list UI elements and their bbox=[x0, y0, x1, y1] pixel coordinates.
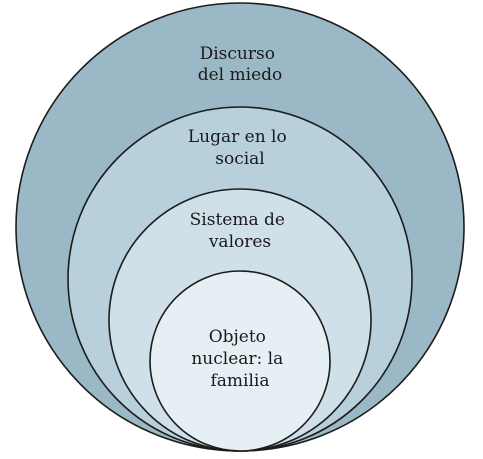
label-inner-line-3: familia bbox=[211, 371, 270, 391]
label-inner-line-1: Objeto bbox=[209, 327, 266, 347]
ring-inner bbox=[149, 270, 331, 452]
label-outer: Discurso del miedo bbox=[198, 44, 283, 85]
label-third: Sistema de valores bbox=[190, 210, 291, 252]
label-second: Lugar en lo social bbox=[188, 127, 292, 169]
label-second-line-2: social bbox=[215, 149, 265, 169]
label-inner: Objeto nuclear: la familia bbox=[191, 327, 288, 391]
label-second-line-1: Lugar en lo bbox=[188, 127, 287, 147]
label-third-line-2: valores bbox=[208, 232, 271, 252]
label-outer-line-1: Discurso bbox=[200, 44, 275, 64]
label-third-line-1: Sistema de bbox=[190, 210, 285, 230]
label-outer-line-2: del miedo bbox=[198, 65, 283, 85]
label-inner-line-2: nuclear: la bbox=[191, 349, 283, 369]
